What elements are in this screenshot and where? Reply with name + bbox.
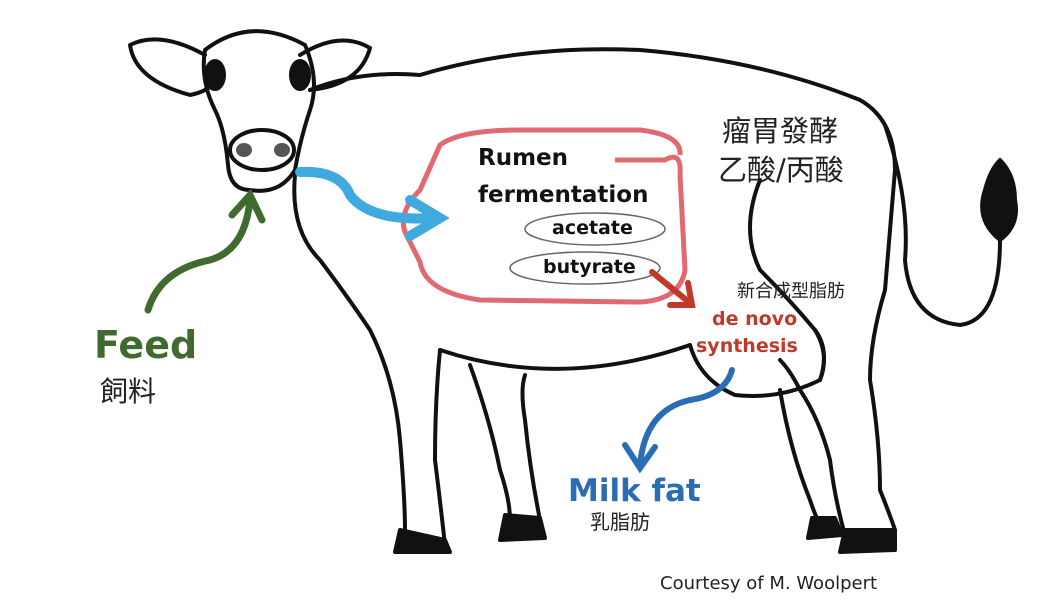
feed-label: Feed: [94, 323, 198, 367]
hoof: [498, 513, 547, 542]
credit-label: Courtesy of M. Woolpert: [660, 573, 878, 594]
rumen-inflow-arrow: [295, 166, 450, 241]
milk-arrow: [622, 367, 735, 474]
front-leg: [292, 173, 447, 548]
denovo-zh-label: 新合成型脂肪: [737, 281, 845, 302]
fermentation-label: fermentation: [478, 182, 649, 208]
milk-fat-label: Milk fat: [568, 473, 701, 509]
butyrate-ellipse: [509, 251, 661, 285]
acetate-label: acetate: [552, 217, 633, 239]
denovo-label: de novo: [712, 308, 798, 330]
rumen-outline: [400, 127, 688, 305]
hoof: [806, 516, 844, 540]
tail-tuft: [980, 158, 1018, 242]
hoof: [838, 528, 897, 554]
synthesis-label: synthesis: [696, 335, 798, 357]
milk-fat-zh-label: 乳脂肪: [590, 510, 650, 534]
cow-head: [201, 29, 316, 193]
feed-zh-label: 飼料: [100, 375, 157, 408]
cow-body: [308, 47, 897, 539]
denovo-arrow: [649, 269, 696, 308]
hoof: [393, 528, 452, 554]
acids-zh-label: 乙酸/丙酸: [718, 153, 844, 187]
acetate-ellipse: [524, 212, 666, 246]
front-leg-2: [468, 363, 542, 527]
feed-arrow: [144, 188, 266, 314]
right-ear: [298, 38, 372, 92]
butyrate-label: butyrate: [543, 256, 636, 278]
cow-tail: [883, 123, 1002, 327]
rumen-label: Rumen: [478, 145, 569, 171]
cow-udder: [688, 328, 826, 398]
rumen-zh-label: 瘤胃發酵: [722, 114, 839, 148]
